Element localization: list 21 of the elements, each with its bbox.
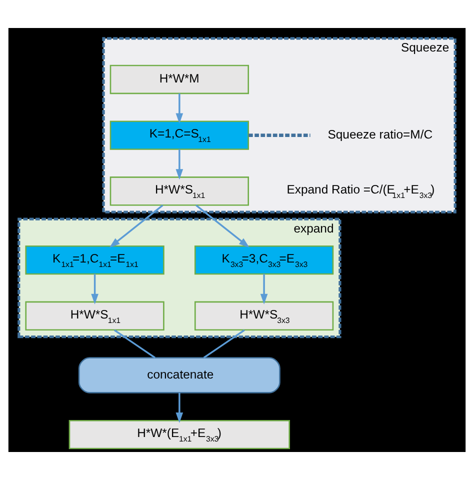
arrow — [176, 149, 184, 180]
node-box: K$_{3x3}$=3,C$_{3x3}$=E$_{3x3}$ — [194, 245, 334, 275]
arrow — [176, 392, 184, 423]
node-box: concatenate — [78, 357, 280, 394]
connector — [114, 329, 156, 358]
arrow — [196, 204, 250, 248]
arrow — [260, 274, 268, 304]
node-box: H*W*(E$_{1x1}$+E$_{3x3}$) — [68, 420, 290, 450]
node-box: H*W*S$_{3x3}$ — [194, 301, 334, 331]
connector — [248, 134, 310, 138]
node-box: H*W*S$_{1x1}$ — [110, 176, 249, 206]
node-box: H*W*S$_{1x1}$ — [25, 301, 164, 331]
connector — [203, 329, 245, 358]
arrow — [176, 93, 184, 124]
node-box: K$_{1x1}$=1,C$_{1x1}$=E$_{1x1}$ — [25, 245, 164, 275]
node-box: H*W*M — [110, 64, 249, 94]
label: Expand Ratio =C/(E$_{1x1}$+E$_{3x3}$) — [286, 182, 435, 200]
arrow — [109, 204, 164, 248]
node-text: Squeeze ratio=M/C — [328, 128, 433, 142]
node-box: K=1,C=S$_{1x1}$ — [110, 120, 249, 150]
arrow — [91, 274, 98, 304]
